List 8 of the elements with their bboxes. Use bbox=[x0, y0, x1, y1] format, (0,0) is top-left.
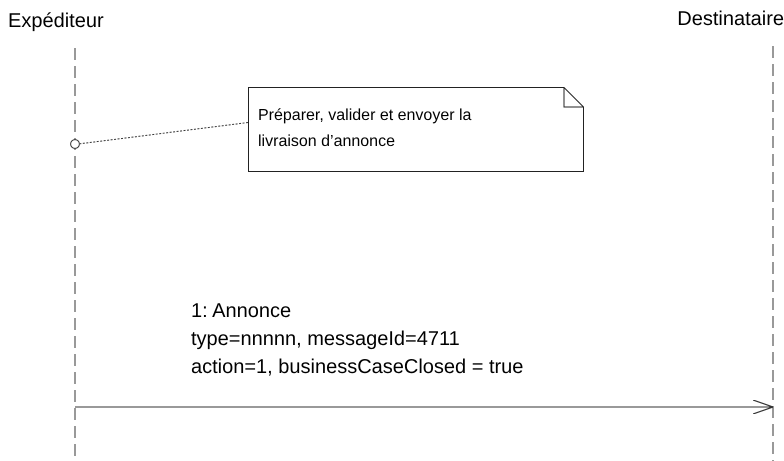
message-arrow bbox=[74, 399, 774, 415]
participant-label: Destinataire bbox=[676, 8, 784, 31]
message-label: 1: Annonce bbox=[191, 300, 292, 323]
note-text: Préparer, valider et envoyer la livraison d’annonce bbox=[258, 106, 472, 152]
participant-label: Expéditeur bbox=[8, 10, 105, 33]
message-parameters: type=nnnnn, messageId=4711 bbox=[191, 328, 460, 351]
leader-line bbox=[80, 122, 248, 144]
message-parameters: action=1, businessCaseClosed = true bbox=[191, 356, 524, 379]
